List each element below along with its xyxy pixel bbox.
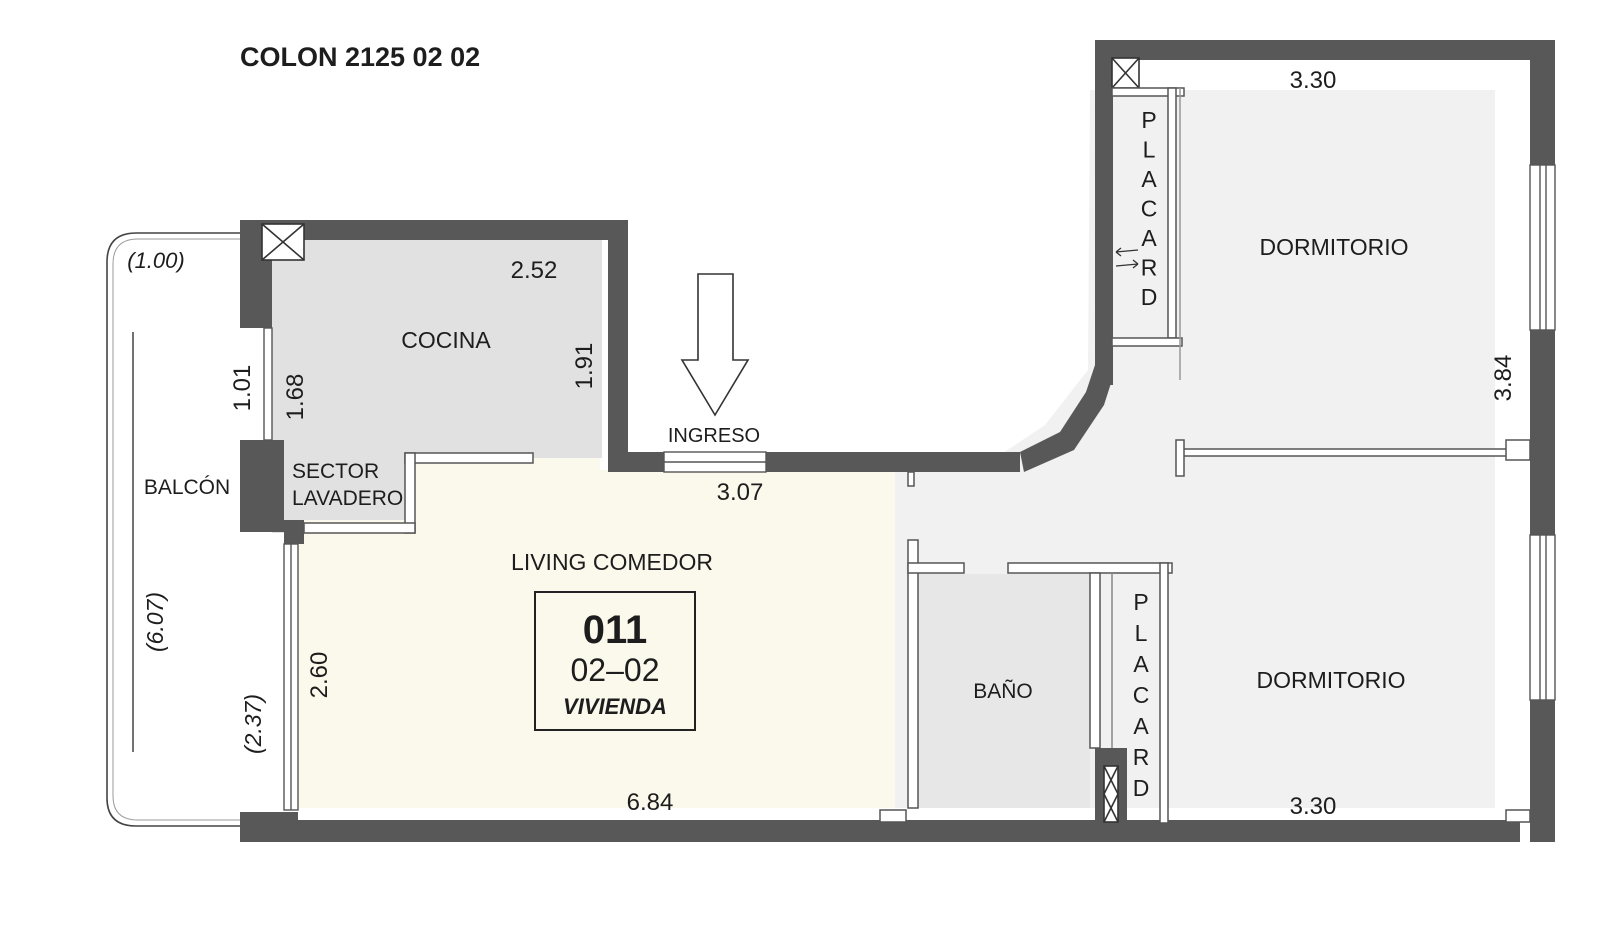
placard-letter: A: [1141, 225, 1157, 251]
placard-letter: C: [1133, 682, 1150, 708]
placard-letter: R: [1133, 744, 1150, 770]
bano-wall-top-right: [1007, 562, 1173, 574]
wall-right-3: [1530, 700, 1555, 842]
bano-wall-left: [907, 539, 919, 809]
dim-balcon-lower: (2.37): [240, 694, 266, 754]
bano-wall-right: [1089, 572, 1101, 749]
partition-lavadero-bottom: [303, 522, 416, 534]
placard-letter: A: [1133, 713, 1149, 739]
placard-letter: A: [1141, 166, 1157, 192]
wall-left-pier-small: [284, 520, 304, 544]
labels: COLON 2125 02 02 COCINA SECTOR LAVADERO …: [127, 42, 1517, 820]
window-dormitorio-bottom: [1529, 534, 1556, 701]
unit-box: [534, 591, 696, 731]
dim-dormitorio-bottom-width: 3.30: [1290, 793, 1337, 820]
dim-living-top: 3.07: [717, 479, 764, 506]
label-balcon: BALCÓN: [144, 476, 230, 499]
placard-top-side: [1167, 87, 1177, 339]
dim-living-side: 2.60: [306, 652, 333, 699]
placard-top-bottom: [1111, 337, 1183, 347]
placard-letter: P: [1141, 107, 1156, 133]
arrow-down-icon: [680, 273, 750, 417]
lavadero-partition: [303, 452, 534, 534]
ingreso-arrow: [680, 273, 750, 417]
shaft-bath: [1103, 765, 1119, 823]
partition-lavadero-side: [404, 452, 416, 534]
label-sector: SECTOR: [292, 460, 379, 483]
label-dormitorio-bottom: DORMITORIO: [1256, 667, 1405, 693]
balcon-outline-inner: [112, 238, 240, 821]
placard-letter: D: [1141, 284, 1158, 310]
wall-kitchen-top: [240, 220, 628, 240]
window-dormitorio-top: [1529, 164, 1556, 331]
wall-top: [1095, 40, 1555, 60]
living-comedor-floor: [298, 458, 895, 808]
dim-balcon-width: (1.00): [127, 248, 184, 273]
bedroom-divider: [1181, 448, 1531, 457]
bano-floor: [918, 574, 1090, 808]
label-cocina: COCINA: [401, 327, 491, 353]
label-bano: BAÑO: [973, 679, 1033, 703]
placard-top-rail: [1111, 87, 1185, 97]
placard-letter: L: [1135, 620, 1148, 646]
dim-dormitorio-top-width: 3.30: [1290, 67, 1337, 94]
label-living-comedor: LIVING COMEDOR: [511, 549, 713, 575]
balcon-outline: [106, 232, 240, 827]
dim-cocina-width: 2.52: [511, 257, 558, 284]
placard-letter: R: [1141, 255, 1158, 281]
wall-corridor-right: [766, 452, 1020, 472]
partition-lavadero-top: [404, 452, 534, 464]
dim-dormitorio-depth: 3.84: [1490, 355, 1517, 402]
walls: [240, 40, 1555, 842]
window-kitchen-left: [263, 327, 273, 441]
wall-diagonal: [1020, 365, 1112, 472]
shafts: [261, 57, 1140, 823]
unit-code: 02–02: [571, 652, 660, 688]
placard-letter: A: [1133, 651, 1149, 677]
placard-letter: L: [1143, 137, 1156, 163]
wall-kitchen-right: [608, 220, 628, 472]
dim-cocina-depth: 1.91: [571, 343, 598, 390]
placard-door-arrows: [1115, 247, 1139, 269]
windows: [263, 164, 1556, 811]
wall-right-2: [1530, 330, 1555, 535]
placard-letter: C: [1141, 196, 1158, 222]
dim-living-bottom: 6.84: [627, 789, 674, 816]
wall-right-1: [1530, 40, 1555, 165]
cocina-floor: [272, 240, 602, 533]
label-dormitorio-top: DORMITORIO: [1259, 234, 1408, 260]
plan-title: COLON 2125 02 02: [240, 42, 480, 72]
unit-number: 011: [583, 608, 648, 652]
wall-placard-top-left: [1095, 40, 1113, 385]
wall-bottom: [240, 820, 1520, 842]
dim-cocina-side-outer: 1.01: [229, 365, 256, 412]
bano-wall-top-left: [907, 562, 965, 574]
label-ingreso: INGRESO: [668, 425, 760, 447]
dim-cocina-side-inner: 1.68: [282, 374, 309, 421]
placard-letter: P: [1133, 589, 1148, 615]
wall-left-pier: [240, 440, 284, 532]
placard-letter: D: [1133, 775, 1150, 801]
partitions: [879, 87, 1531, 824]
dim-balcon-length: (6.07): [142, 592, 168, 652]
placard-bottom-side: [1159, 562, 1169, 824]
unit-type: VIVIENDA: [563, 694, 667, 719]
wall-corridor-left: [608, 452, 664, 472]
label-lavadero: LAVADERO: [292, 487, 403, 510]
balcon: [106, 232, 240, 827]
